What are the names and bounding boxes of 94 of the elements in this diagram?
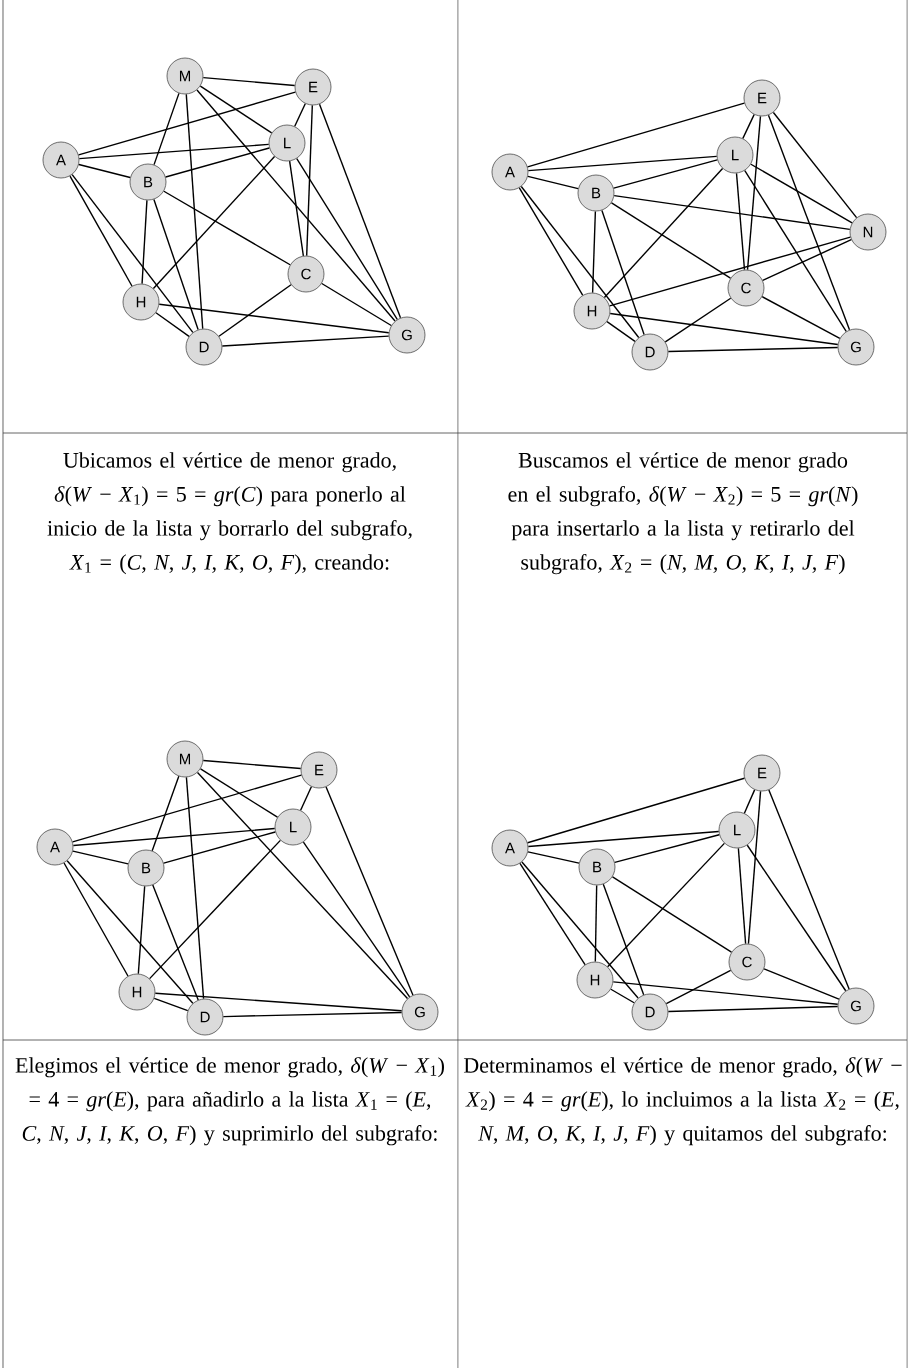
graph-edge [155,312,190,337]
graph-edge [611,876,733,953]
graph-edge [72,850,129,865]
graph-edge [199,85,273,134]
graph-edge [746,115,762,271]
graph-edge [202,759,302,770]
graph-edge [153,997,189,1012]
graph-edge [137,885,146,975]
graph-edge [772,111,858,219]
graph-edge [63,862,129,977]
graph-edge [609,312,839,346]
graph-edge [767,114,851,331]
graph-edge [735,172,746,271]
graph-edge [152,884,199,1001]
graph-edge [527,155,718,172]
graph-edge [299,786,313,811]
graph-edge [158,303,390,334]
graph-edge [750,163,853,224]
graph-edge [185,93,204,330]
graph-edge [141,199,148,285]
graph-edge [71,173,194,334]
graph-edge [613,159,718,189]
graph-edge [154,992,403,1012]
graph-edge [610,202,732,279]
graph-edge [185,776,205,1000]
graph-edge [218,284,292,337]
graph-edge [667,346,839,353]
graph-edge [763,968,840,1000]
explanation-text: Determinamos el vértice de menor grado, δ(W − X$_{2}$) = 4 = gr(E), lo incluimos a la lista X$_{2}$ = (E, N, M, O, K, I, J, F) y quitamos del subgrafo: [463,1057,902,1146]
graph-edge [163,190,291,266]
graph-edge [520,185,640,339]
graph-edge [744,169,847,333]
graph-edge [325,786,414,996]
graph-edge [614,834,720,863]
graph-edge [196,771,409,1000]
graph-edge [151,775,180,852]
graph-edge [591,210,597,294]
graph-edge [78,143,270,160]
graph-edge [302,841,411,998]
graph-edge [148,839,282,980]
graph-edge [152,155,276,290]
graph-edge [202,76,296,87]
graph-edge [77,91,296,156]
graph-edge [606,320,636,343]
graph-edge [737,847,747,945]
graph-edge [78,163,131,179]
graph-edge [606,842,726,968]
graph-edge [613,194,851,231]
graph-edge [665,969,732,1005]
graph-edge [318,103,402,319]
graph-edge [72,827,276,847]
graph-edge [746,844,847,992]
graph-edge [153,198,199,331]
graph-edge [747,790,762,945]
graph-edge [612,981,839,1005]
graph-edge [603,167,724,299]
graph-edge [667,1005,839,1013]
graph-edge [153,92,180,166]
explanation-text: Elegimos el vértice de menor grado, δ(W − X$_{1}$) = 4 = gr(E), para añadirlo a la lista X$_{1}$ = (E, C, N, J, I, K, O, F) y suprimirlo del subgrafo: [15,1057,444,1146]
explanation-text: Ubicamos el vértice de menor grado, δ(W − X$_{1}$) = 5 = gr(C) para ponerlo al inicio de la lista y borrarlo del subgrafo, X$_{1}$ = (C, N, J, I, K, O, F), creando: [47,452,412,575]
graph-edge [163,831,276,864]
graph-edge [165,147,270,178]
graph-edge [306,104,313,257]
graph-edge [518,187,584,296]
graph-edge [743,789,756,814]
graph-edge [222,1011,403,1018]
graph-edge [321,282,392,327]
graph-edge [761,296,841,339]
graph-edge [519,862,586,966]
graph-edge [221,335,390,347]
graph-edge [742,113,755,140]
graph-edge [768,789,850,990]
graph-edge [288,160,305,257]
graph-edge [602,883,645,996]
graph-edge [526,777,746,844]
graph-edge [196,89,396,322]
graph-edge [527,851,580,864]
graph-edge [526,102,746,168]
explanation-text: Buscamos el vértice de menor grado en el subgrafo, δ(W − X$_{2}$) = 5 = gr(N) para insertarlo a la lista y retirarlo del subgrafo, X$_{2}$ = (N, M, O, K, I, J, F) [508,452,858,575]
graph-edge [610,988,635,1004]
graph-edge [66,860,194,1004]
graph-edge [664,297,732,343]
graph-edge [521,861,639,999]
graph-edge [527,175,579,190]
graph-edge [69,175,133,287]
graph-edge [71,774,303,843]
graph-edge [609,236,851,307]
graph-edge [527,830,720,848]
graph-edge [594,884,598,963]
graph-edge [762,239,852,282]
graph-edge [601,209,645,336]
graph-edge [294,103,306,127]
graph-edge [296,157,398,321]
graph-edge [199,768,279,818]
